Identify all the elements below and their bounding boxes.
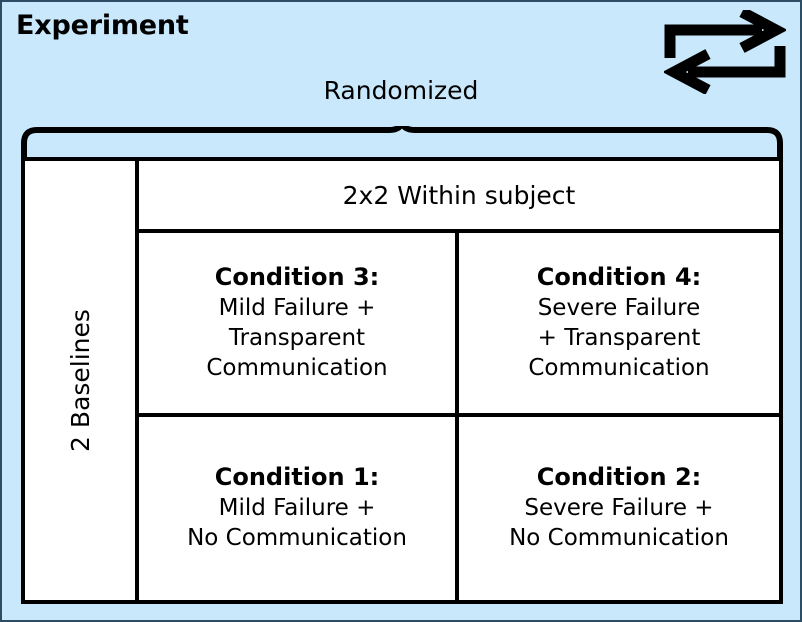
condition-4-line-1: Severe Failure xyxy=(537,295,701,321)
condition-cell-2[interactable]: Condition 2: Severe Failure + No Communi… xyxy=(459,417,779,601)
page-title: Experiment xyxy=(16,10,189,41)
condition-4-line-2: + Transparent xyxy=(537,324,701,351)
condition-2-title: Condition 2: xyxy=(536,463,702,492)
condition-cell-3[interactable]: Condition 3: Mild Failure + Transparent … xyxy=(139,233,459,417)
condition-cell-4[interactable]: Condition 4: Severe Failure + Transparen… xyxy=(459,233,779,417)
condition-1-title: Condition 1: xyxy=(214,463,380,492)
condition-3-title: Condition 3: xyxy=(214,262,380,291)
condition-matrix: 2 Baselines 2x2 Within subject Condition… xyxy=(21,157,783,604)
condition-2-line-1: Severe Failure + xyxy=(524,495,714,522)
condition-3-line-2: Transparent xyxy=(228,324,366,351)
condition-1-line-2: No Communication xyxy=(187,525,407,552)
randomized-label: Randomized xyxy=(323,76,479,105)
randomize-swap-arrows-icon xyxy=(662,7,788,95)
condition-4-line-3: Communication xyxy=(528,354,710,381)
condition-3-line-3: Communication xyxy=(206,354,388,381)
within-subject-header: 2x2 Within subject xyxy=(139,161,779,233)
condition-4-title: Condition 4: xyxy=(536,262,702,291)
condition-1-line-1: Mild Failure + xyxy=(218,495,376,522)
condition-cell-1[interactable]: Condition 1: Mild Failure + No Communica… xyxy=(139,416,459,600)
condition-2-line-2: No Communication xyxy=(509,525,729,552)
condition-3-line-1: Mild Failure + xyxy=(218,295,376,321)
baselines-column: 2 Baselines xyxy=(25,161,139,600)
randomized-brace xyxy=(21,126,783,166)
baselines-label: 2 Baselines xyxy=(65,309,95,452)
